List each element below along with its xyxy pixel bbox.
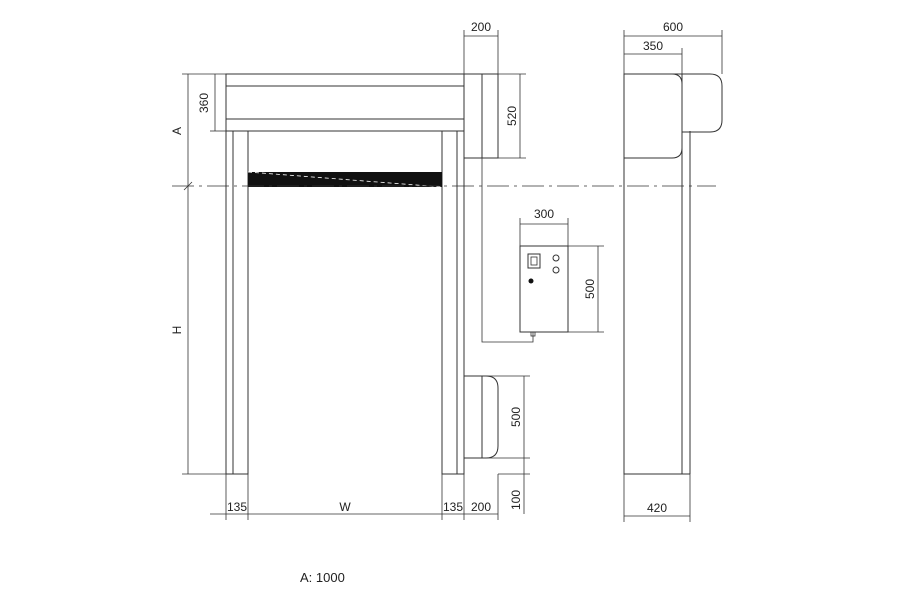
cable-gland xyxy=(530,331,536,337)
dim-label-overall-depth: 600 xyxy=(663,20,683,34)
side-head-inner xyxy=(624,73,683,159)
dim-label-right-post: 135 xyxy=(443,500,463,514)
dimension-labels: 200 360 A H 520 300 500 500 100 135 W 13… xyxy=(170,20,683,515)
dim-label-box-height: 520 xyxy=(505,106,519,126)
curtain-bar-hatch xyxy=(247,171,443,188)
side-view xyxy=(623,73,723,475)
dim-label-a: A xyxy=(170,127,184,135)
dim-label-side-clearance: 200 xyxy=(471,500,491,514)
control-cable xyxy=(481,158,534,343)
control-display-inner xyxy=(530,256,538,266)
dimension-lines xyxy=(182,30,723,522)
note-a-value: A: 1000 xyxy=(300,570,345,585)
dim-label-box-width: 200 xyxy=(471,20,491,34)
right-post xyxy=(441,130,465,475)
dim-label-lower-height: 500 xyxy=(509,407,523,427)
dim-label-top-cover: 360 xyxy=(197,93,211,113)
dim-label-width-w: W xyxy=(339,500,351,514)
control-box-body xyxy=(519,245,569,333)
dim-label-floor-gap: 100 xyxy=(509,490,523,510)
head-box xyxy=(225,73,465,132)
dim-label-left-post: 135 xyxy=(227,500,247,514)
dim-tick xyxy=(183,181,193,191)
front-view xyxy=(225,73,534,475)
dim-label-h: H xyxy=(170,326,184,335)
control-button-icon xyxy=(552,254,560,262)
dim-label-control-width: 300 xyxy=(534,207,554,221)
motor-housing xyxy=(464,73,499,159)
control-indicator-icon xyxy=(528,278,534,284)
side-head-box xyxy=(624,73,723,133)
control-box xyxy=(519,245,569,337)
side-frame xyxy=(623,73,683,475)
dim-label-head-depth: 350 xyxy=(643,39,663,53)
left-post xyxy=(225,130,249,475)
dim-label-control-height: 500 xyxy=(583,279,597,299)
dim-label-base-depth: 420 xyxy=(647,501,667,515)
control-display-icon xyxy=(527,253,541,269)
curtain-bottom-bar xyxy=(248,172,442,187)
control-button-icon xyxy=(552,266,560,274)
lower-unit xyxy=(464,375,499,459)
